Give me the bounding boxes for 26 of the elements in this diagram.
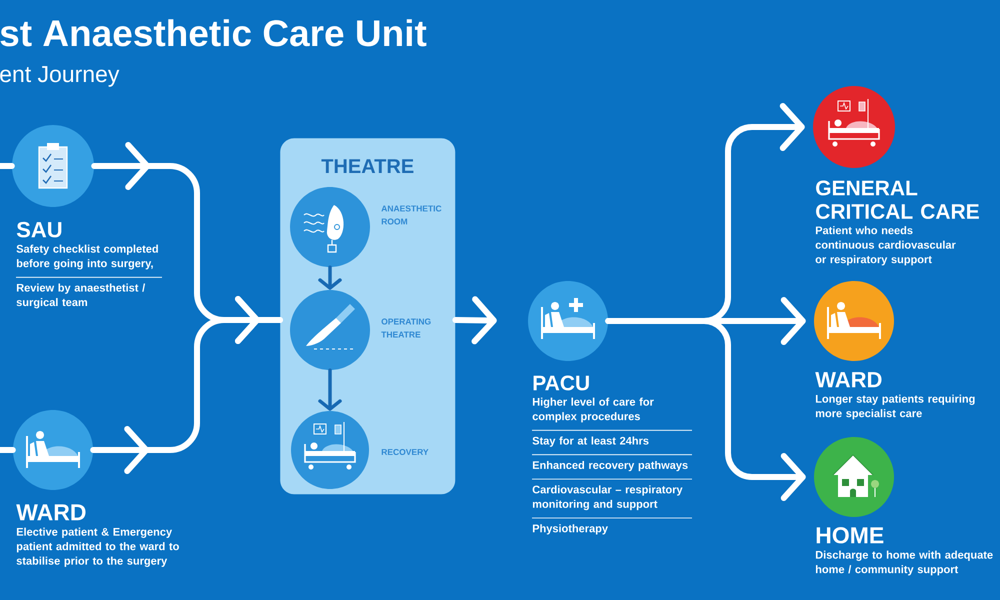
node-heading: HOME [816, 527, 884, 544]
node-description: Patient who needs continuous cardiovascular or respiratory support [816, 226, 956, 266]
node-description: Elective patient & Emergency patient admitted to the ward to stabilise prior to the surgery [16, 528, 179, 567]
node-heading: SAU [16, 222, 62, 238]
connector-line [0, 447, 16, 453]
node-description: Stay for at least 24hrs [532, 436, 648, 447]
diagram-title: st Anaesthetic Care Unit [0, 19, 426, 46]
node-heading: PACU [534, 376, 589, 390]
node-description: Cardiovascular – respiratory monitoring and support [532, 485, 683, 510]
node-description: Enhanced recovery pathways [532, 460, 688, 472]
node-description: Discharge to home with adequate home / community support [816, 550, 993, 576]
flow-arrow [605, 318, 806, 501]
node-heading: GENERAL CRITICAL CARE [816, 180, 979, 219]
connector-line [0, 163, 15, 169]
node-heading: WARD [16, 504, 86, 520]
node-description: Higher level of care for complex procedures [532, 398, 654, 422]
step-label: OPERATING THEATRE [381, 318, 431, 338]
step-label: RECOVERY [382, 449, 428, 455]
node-heading: WARD [815, 372, 882, 388]
flow-arrow [318, 368, 342, 411]
node-description: Longer stay patients requiring more specialist care [816, 394, 975, 420]
subtitle: ent Journey [0, 66, 120, 87]
node-description: Safety checklist completed before going into surgery, [16, 244, 158, 270]
node-description: Physiotherapy [532, 524, 608, 534]
step-label: ANAESTHETIC ROOM [381, 206, 442, 224]
node-description: Review by anaesthetist / surgical team [16, 284, 146, 308]
